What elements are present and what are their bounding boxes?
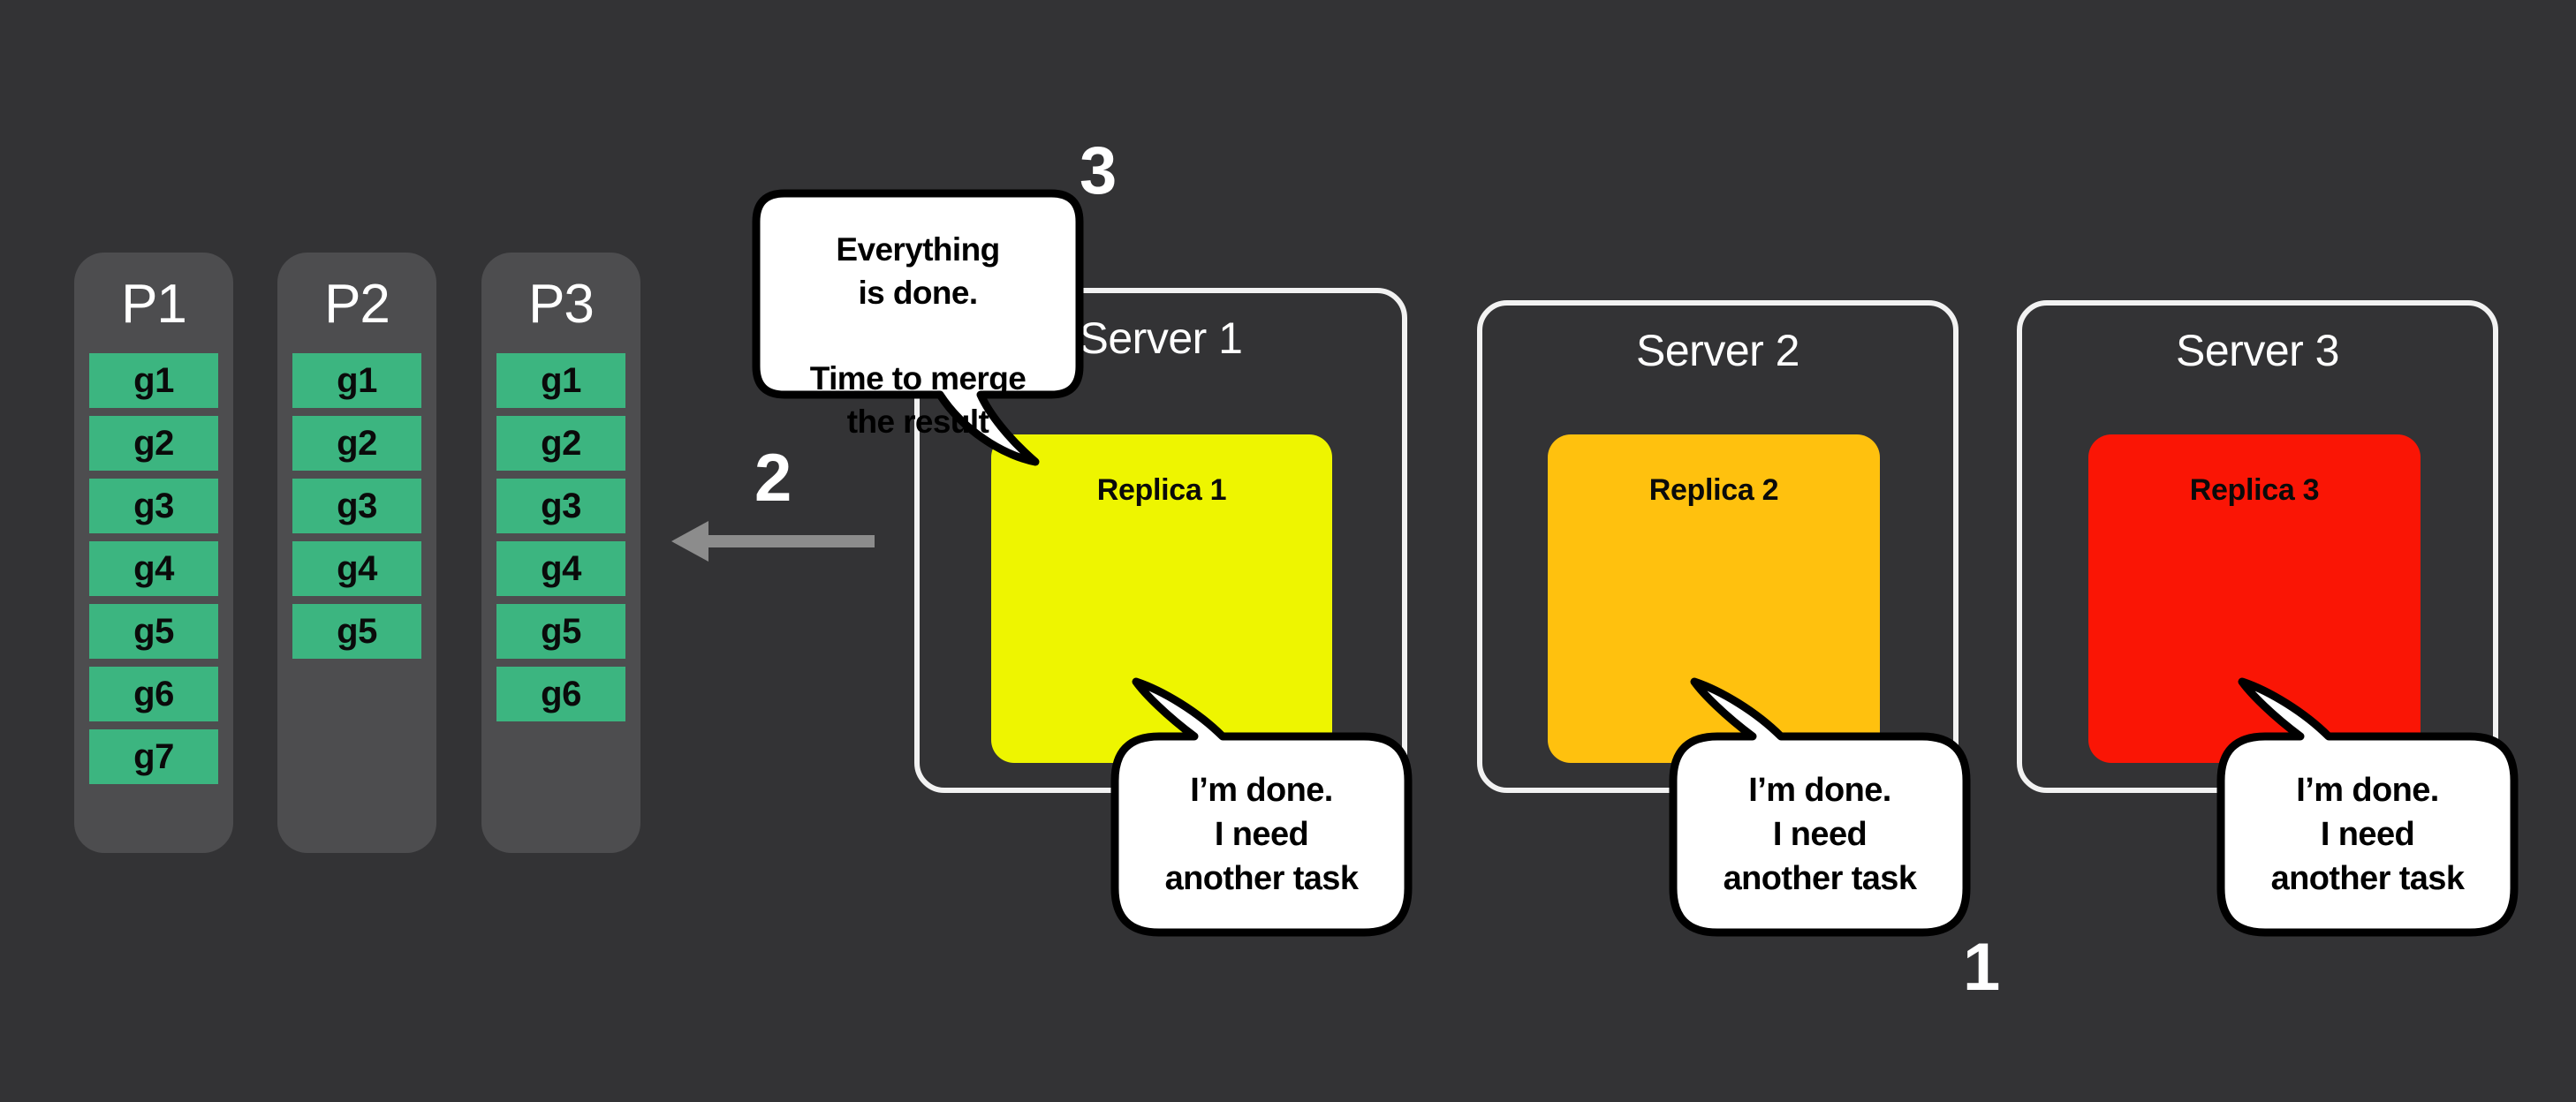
chunk-block: g5	[496, 604, 625, 659]
chunk-block: g6	[496, 667, 625, 721]
chunk-list: g1 g2 g3 g4 g5	[277, 353, 436, 659]
chunk-block: g5	[292, 604, 421, 659]
replica-label: Replica 3	[2189, 473, 2320, 507]
chunk-block: g4	[292, 541, 421, 596]
speech-bubble-text: I’m done. I need another task	[2270, 772, 2465, 898]
speech-bubble-shape	[1110, 677, 1413, 937]
step-label-1: 1	[1963, 930, 2001, 1005]
speech-bubble-text: I’m done. I need another task	[1164, 772, 1359, 898]
speech-bubble-text: Everything is done. Time to merge the re…	[809, 231, 1027, 441]
speech-bubble-shape	[2216, 677, 2519, 937]
speech-bubble-done-1: I’m done. I need another task	[1110, 677, 1413, 937]
arrow-left-icon	[671, 521, 875, 562]
speech-bubble-text: I’m done. I need another task	[1723, 772, 1917, 898]
speech-bubble-shape	[1669, 677, 1971, 937]
step-label-2: 2	[754, 441, 792, 516]
server-title: Server 3	[2176, 326, 2339, 375]
chunk-block: g5	[89, 604, 218, 659]
server-title: Server 2	[1636, 326, 1799, 375]
partition-title: P3	[528, 274, 595, 335]
chunk-block: g3	[496, 479, 625, 533]
partition-p1: P1 g1 g2 g3 g4 g5 g6 g7	[74, 253, 233, 853]
chunk-block: g7	[89, 729, 218, 784]
server-title: Server 1	[1079, 313, 1243, 363]
chunk-list: g1 g2 g3 g4 g5 g6 g7	[74, 353, 233, 784]
speech-bubble-done-3: I’m done. I need another task	[2216, 677, 2519, 937]
speech-bubble-shape	[752, 189, 1084, 466]
speech-bubble-done-2: I’m done. I need another task	[1669, 677, 1971, 937]
chunk-block: g1	[496, 353, 625, 408]
speech-bubble-merge: Everything is done. Time to merge the re…	[752, 189, 1084, 481]
chunk-block: g1	[89, 353, 218, 408]
merge-arrow	[671, 521, 875, 562]
partition-p2: P2 g1 g2 g3 g4 g5	[277, 253, 436, 853]
chunk-block: g4	[89, 541, 218, 596]
chunk-list: g1 g2 g3 g4 g5 g6	[481, 353, 640, 721]
chunk-block: g3	[292, 479, 421, 533]
step-label-3: 3	[1080, 133, 1118, 208]
partition-title: P2	[324, 274, 390, 335]
chunk-block: g6	[89, 667, 218, 721]
chunk-block: g4	[496, 541, 625, 596]
partition-title: P1	[121, 274, 187, 335]
chunk-block: g1	[292, 353, 421, 408]
chunk-block: g2	[496, 416, 625, 471]
chunk-block: g3	[89, 479, 218, 533]
replica-label: Replica 1	[1096, 473, 1227, 507]
chunk-block: g2	[89, 416, 218, 471]
partition-p3: P3 g1 g2 g3 g4 g5 g6	[481, 253, 640, 853]
replica-label: Replica 2	[1648, 473, 1779, 507]
chunk-block: g2	[292, 416, 421, 471]
replica-3-box: Replica 3	[2088, 434, 2421, 763]
